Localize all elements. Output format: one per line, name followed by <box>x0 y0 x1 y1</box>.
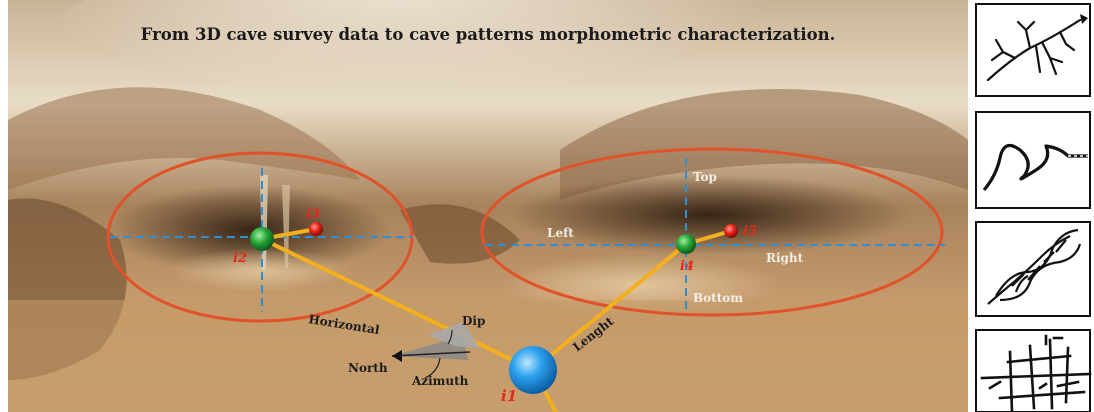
label-bottom: Bottom <box>693 291 743 305</box>
label-top: Top <box>693 170 717 184</box>
station-i2 <box>250 227 274 251</box>
anastomotic-pattern-thumbnail <box>976 222 1090 316</box>
diagram-title: From 3D cave survey data to cave pattern… <box>141 25 836 44</box>
station-i3 <box>309 222 323 236</box>
station-label-i4: i4 <box>680 259 694 274</box>
branchwork-pattern-thumbnail <box>976 4 1090 96</box>
station-label-i5: i5 <box>743 224 757 239</box>
label-north: North <box>348 361 388 375</box>
pattern-thumbnails-panel <box>976 4 1090 412</box>
label-right: Right <box>766 251 804 265</box>
network-maze-pattern-thumbnail <box>976 330 1090 412</box>
station-green-right <box>676 234 696 254</box>
station-i5 <box>724 224 738 238</box>
label-dip: Dip <box>462 314 485 328</box>
station-label-i1: i1 <box>501 387 517 405</box>
label-left: Left <box>547 226 574 240</box>
single-passage-pattern-thumbnail <box>976 112 1090 208</box>
station-label-i2: i2 <box>233 251 247 266</box>
label-azimuth: Azimuth <box>411 374 469 388</box>
station-label-i3: i3 <box>306 207 320 222</box>
